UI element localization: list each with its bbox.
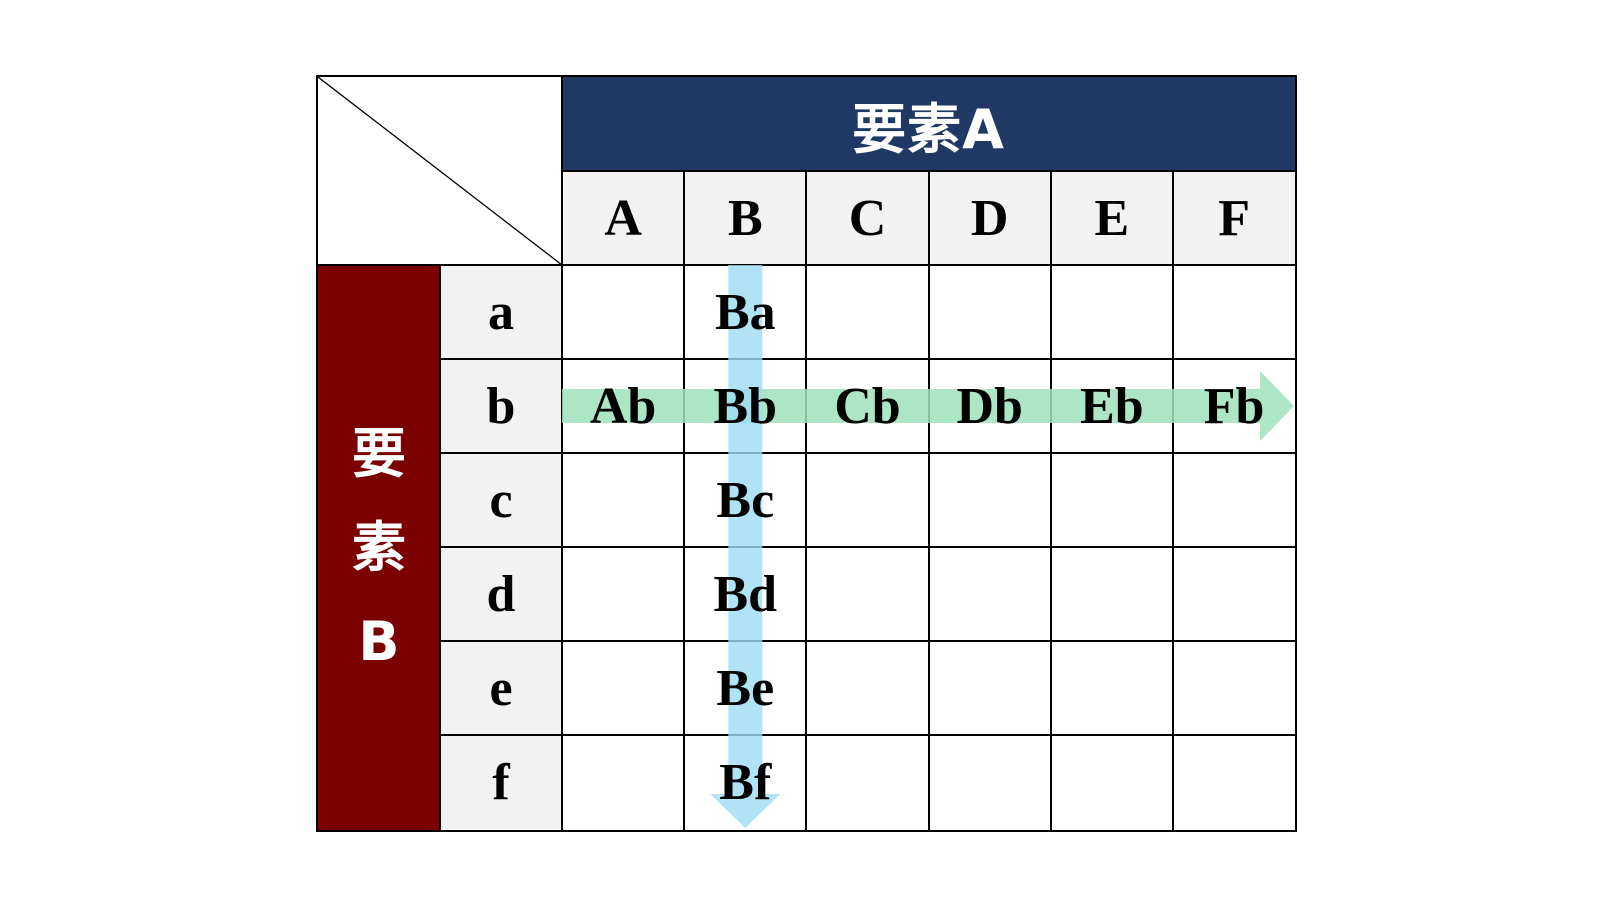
row-header-f: f <box>440 735 562 829</box>
element-a-header: 要素A <box>562 77 1295 171</box>
grid-line-horizontal <box>562 170 1295 172</box>
column-header-c: C <box>806 171 929 265</box>
cell-bc: Bc <box>716 471 775 529</box>
grid-line-vertical <box>805 171 808 830</box>
cell-be: Be <box>716 659 775 717</box>
grid-line-vertical <box>1049 171 1052 830</box>
corner-cell <box>318 77 562 265</box>
cell-bd: Bd <box>713 565 778 623</box>
column-header-d: D <box>928 171 1051 265</box>
cell-eb: Eb <box>1080 377 1144 435</box>
element-b-header: 要 素 B <box>318 265 440 830</box>
grid-line-horizontal <box>440 546 1295 548</box>
cell-fb: Fb <box>1203 377 1265 435</box>
row-header-c: c <box>440 453 562 547</box>
grid-line-horizontal <box>440 640 1295 642</box>
row-header-d: d <box>440 547 562 641</box>
element-b-char-3: B <box>358 609 400 673</box>
cell-bf: Bf <box>719 753 772 811</box>
column-header-e: E <box>1050 171 1173 265</box>
row-header-b: b <box>440 359 562 453</box>
grid-line-horizontal <box>318 264 1295 266</box>
row-header-a: a <box>440 265 562 359</box>
element-b-char-2: 素 <box>352 515 406 579</box>
cell-ba: Ba <box>714 283 776 341</box>
cell-bb: Bb <box>713 377 778 435</box>
column-header-f: F <box>1173 171 1295 265</box>
grid-line-horizontal <box>440 358 1295 360</box>
cell-ab: Ab <box>589 377 657 435</box>
column-header-a: A <box>562 171 685 265</box>
element-matrix: 要素A 要 素 B A B C D E F a b c d e f Ba Bb … <box>316 75 1297 832</box>
element-b-char-1: 要 <box>352 421 406 485</box>
row-header-e: e <box>440 641 562 735</box>
cell-db: Db <box>956 377 1023 435</box>
cell-cb: Cb <box>834 377 901 435</box>
column-header-b: B <box>684 171 807 265</box>
grid-line-horizontal <box>440 734 1295 736</box>
grid-line-vertical <box>927 171 930 830</box>
grid-line-horizontal <box>440 452 1295 454</box>
grid-line-vertical <box>683 171 686 830</box>
grid-line-vertical <box>1172 171 1174 830</box>
